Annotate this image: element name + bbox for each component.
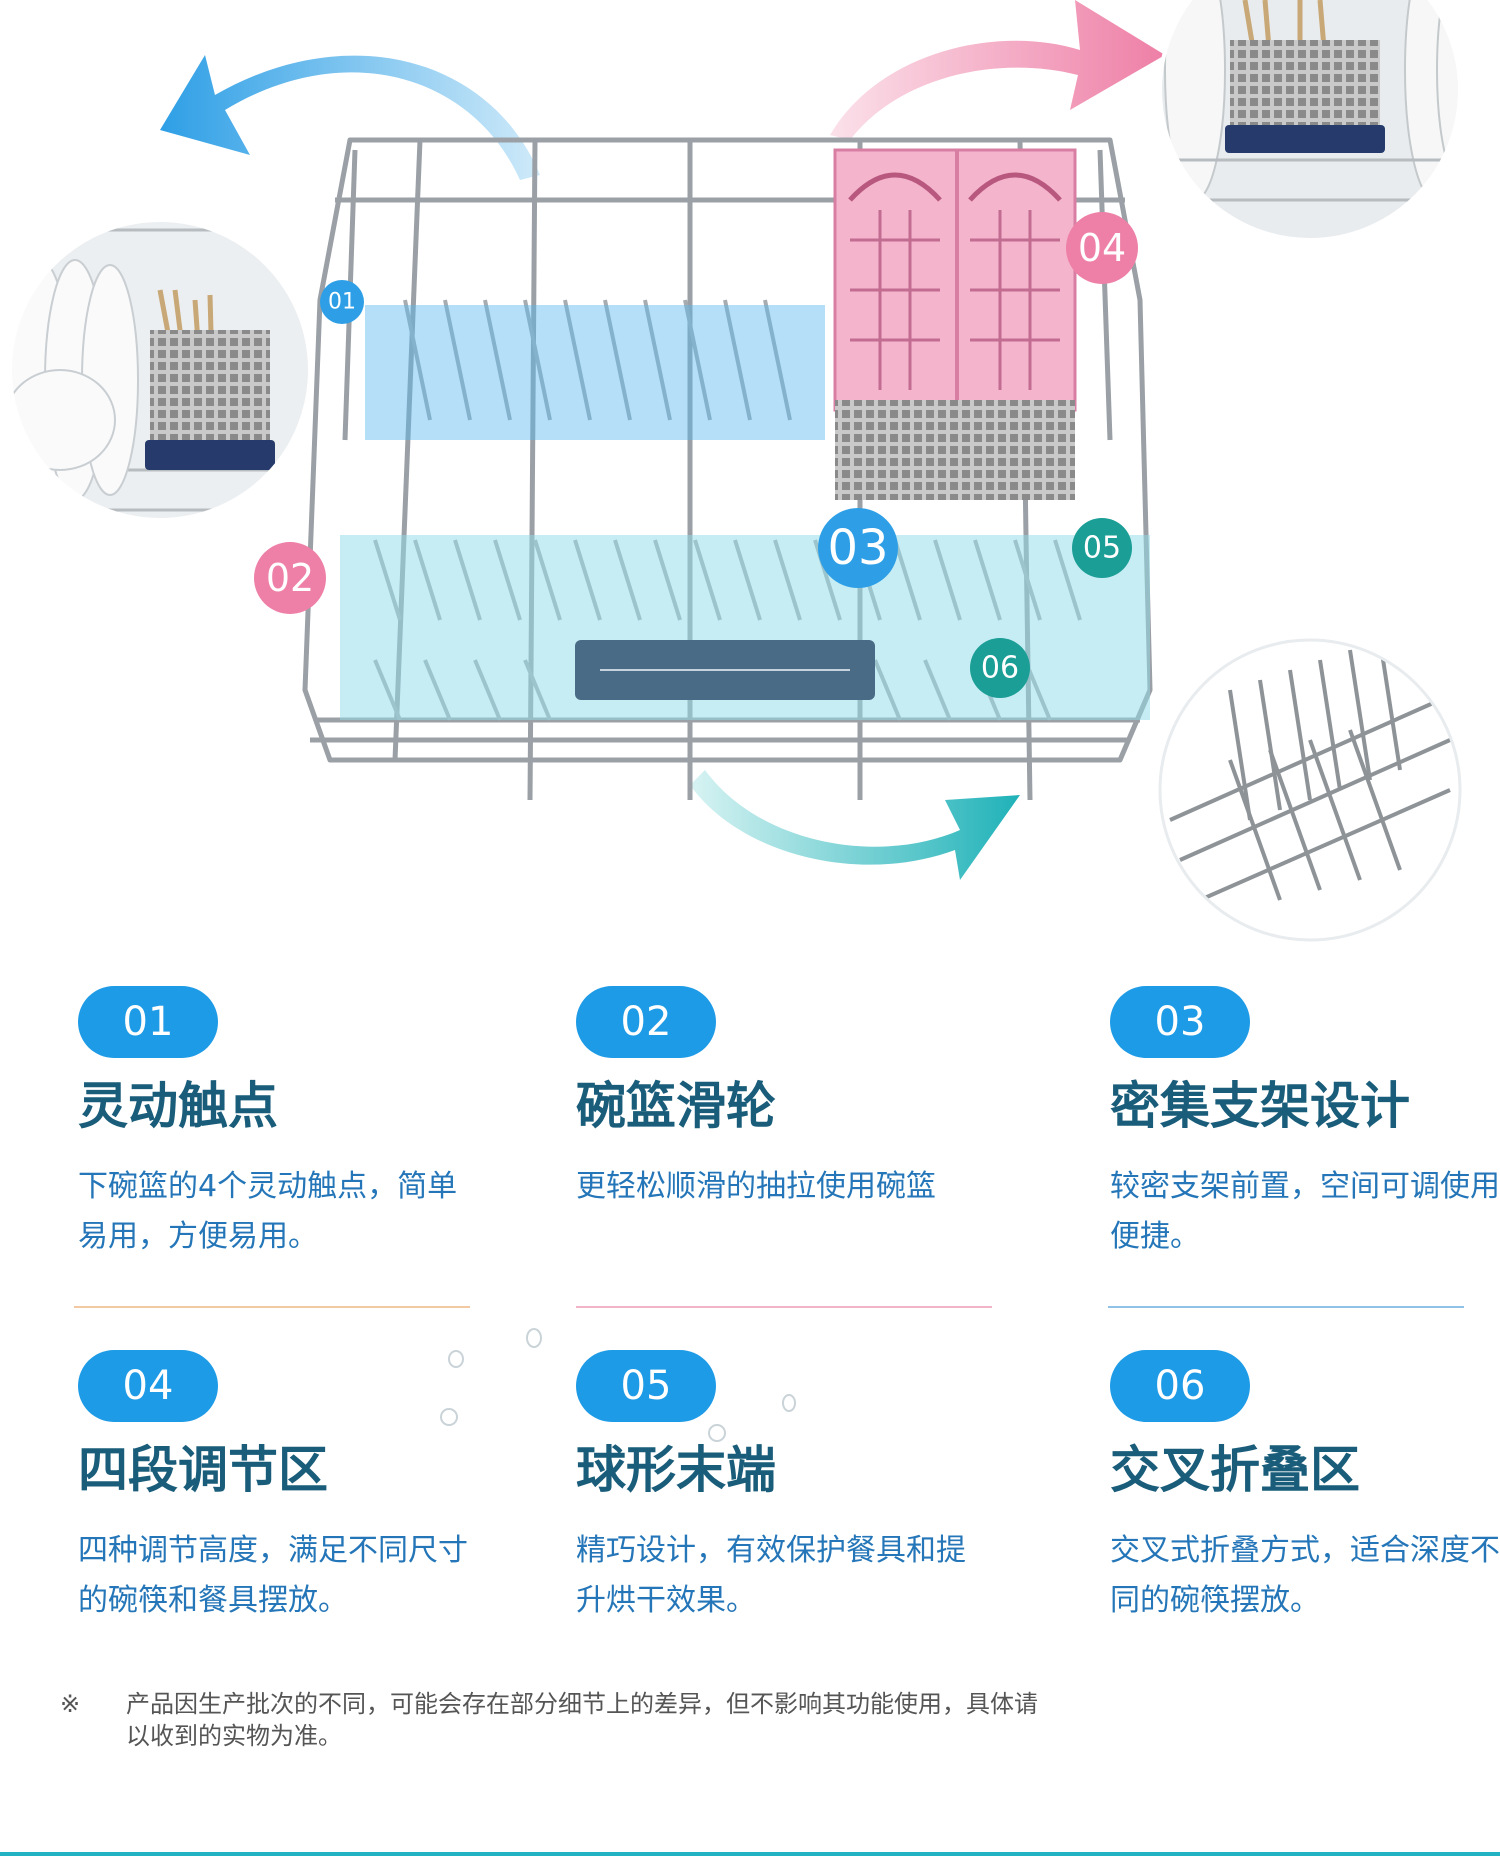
feature-number-badge: 03 xyxy=(1110,986,1250,1058)
divider-3 xyxy=(1108,1306,1464,1308)
feature-title: 碗篮滑轮 xyxy=(576,1077,776,1135)
curved-arrow-right-icon xyxy=(830,0,1165,140)
marker-04: 04 xyxy=(1066,212,1138,284)
marker-02: 02 xyxy=(254,542,326,614)
marker-05: 05 xyxy=(1072,518,1132,578)
svg-text:06: 06 xyxy=(981,651,1019,686)
droplet-decoration xyxy=(782,1394,796,1412)
feature-04: 04 四段调节区 四种调节高度，满足不同尺寸的碗筷和餐具摆放。 xyxy=(78,1350,498,1625)
marker-06: 06 xyxy=(970,638,1030,698)
curved-arrow-bottom-icon xyxy=(690,770,1020,880)
feature-number-badge: 06 xyxy=(1110,1350,1250,1422)
feature-01: 01 灵动触点 下碗篮的4个灵动触点，简单易用，方便易用。 xyxy=(78,986,498,1261)
feature-number-badge: 04 xyxy=(78,1350,218,1422)
cutlery-basket xyxy=(833,148,1077,500)
feature-number-badge: 05 xyxy=(576,1350,716,1422)
disclaimer-footnote: ※ 产品因生产批次的不同，可能会存在部分细节上的差异，但不影响其功能使用，具体请… xyxy=(60,1688,1060,1753)
svg-text:03: 03 xyxy=(827,520,888,576)
droplet-decoration xyxy=(708,1424,726,1442)
rack-markers: 01 02 03 04 05 06 xyxy=(254,212,1138,698)
svg-text:02: 02 xyxy=(266,556,314,600)
marker-01: 01 xyxy=(320,280,364,324)
feature-description: 交叉式折叠方式，适合深度不同的碗筷摆放。 xyxy=(1110,1533,1500,1618)
feature-number-badge: 01 xyxy=(78,986,218,1058)
feature-title: 四段调节区 xyxy=(78,1441,328,1499)
curved-arrow-left-icon xyxy=(160,55,540,180)
footnote-mark: ※ xyxy=(60,1690,81,1718)
feature-description: 精巧设计，有效保护餐具和提升烘干效果。 xyxy=(576,1533,966,1618)
divider-1 xyxy=(74,1306,470,1308)
droplet-decoration xyxy=(440,1408,458,1426)
divider-2 xyxy=(576,1306,992,1308)
feature-06: 06 交叉折叠区 交叉式折叠方式，适合深度不同的碗筷摆放。 xyxy=(1110,1350,1500,1625)
droplet-decoration xyxy=(448,1350,464,1368)
feature-02: 02 碗篮滑轮 更轻松顺滑的抽拉使用碗篮 xyxy=(576,986,996,1212)
marker-03: 03 xyxy=(818,508,898,588)
feature-03: 03 密集支架设计 较密支架前置，空间可调使用便捷。 xyxy=(1110,986,1500,1261)
feature-title: 交叉折叠区 xyxy=(1110,1441,1360,1499)
footnote-text: 产品因生产批次的不同，可能会存在部分细节上的差异，但不影响其功能使用，具体请以收… xyxy=(126,1690,1038,1751)
feature-description: 四种调节高度，满足不同尺寸的碗筷和餐具摆放。 xyxy=(78,1533,468,1618)
feature-description: 更轻松顺滑的抽拉使用碗篮 xyxy=(576,1169,936,1204)
droplet-decoration xyxy=(526,1328,542,1348)
svg-text:05: 05 xyxy=(1083,531,1121,566)
feature-description: 下碗篮的4个灵动触点，简单易用，方便易用。 xyxy=(78,1169,458,1254)
svg-text:01: 01 xyxy=(328,290,356,315)
feature-title: 灵动触点 xyxy=(78,1077,278,1135)
feature-title: 密集支架设计 xyxy=(1110,1077,1410,1135)
zone-01-highlight xyxy=(365,305,825,440)
feature-description: 较密支架前置，空间可调使用便捷。 xyxy=(1110,1169,1500,1254)
feature-05: 05 球形末端 精巧设计，有效保护餐具和提升烘干效果。 xyxy=(576,1350,996,1625)
detail-photo-cutlery-left xyxy=(10,220,310,520)
svg-text:04: 04 xyxy=(1078,226,1126,270)
detail-photo-folding-tines xyxy=(1160,640,1460,940)
feature-number-badge: 02 xyxy=(576,986,716,1058)
bottom-accent-line xyxy=(0,1852,1500,1856)
feature-title: 球形末端 xyxy=(576,1441,776,1499)
